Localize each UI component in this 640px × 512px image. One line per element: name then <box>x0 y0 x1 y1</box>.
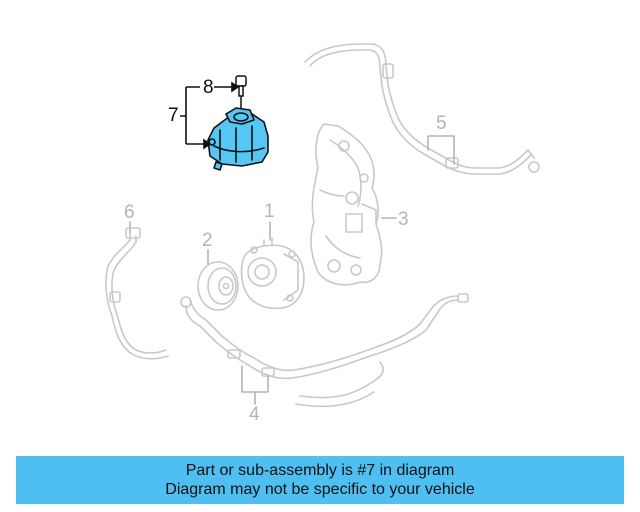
callout-6: 6 <box>124 202 135 223</box>
callout-4: 4 <box>249 404 260 425</box>
pressure-hose-upper <box>304 43 540 175</box>
pressure-line-lower <box>180 293 469 408</box>
info-banner: Part or sub-assembly is #7 in diagram Di… <box>16 456 624 504</box>
reservoir-cap <box>235 75 247 108</box>
pump-bracket <box>310 123 383 286</box>
parts-diagram <box>105 43 540 408</box>
banner-line-2: Diagram may not be specific to your vehi… <box>165 481 475 498</box>
callout-8: 8 <box>203 77 214 98</box>
callout-1: 1 <box>264 201 275 222</box>
callout-3: 3 <box>398 209 409 230</box>
callout-7: 7 <box>168 105 179 126</box>
pump-pulley <box>197 261 239 311</box>
leader-4 <box>241 365 269 405</box>
reservoir-assembly <box>207 107 269 171</box>
leader-5 <box>427 135 455 165</box>
banner-line-1: Part or sub-assembly is #7 in diagram <box>185 462 455 479</box>
power-steering-pump <box>240 237 305 310</box>
leader-7 <box>180 86 204 145</box>
callout-5: 5 <box>436 113 447 134</box>
return-hose <box>105 227 169 360</box>
callout-2: 2 <box>202 230 213 251</box>
